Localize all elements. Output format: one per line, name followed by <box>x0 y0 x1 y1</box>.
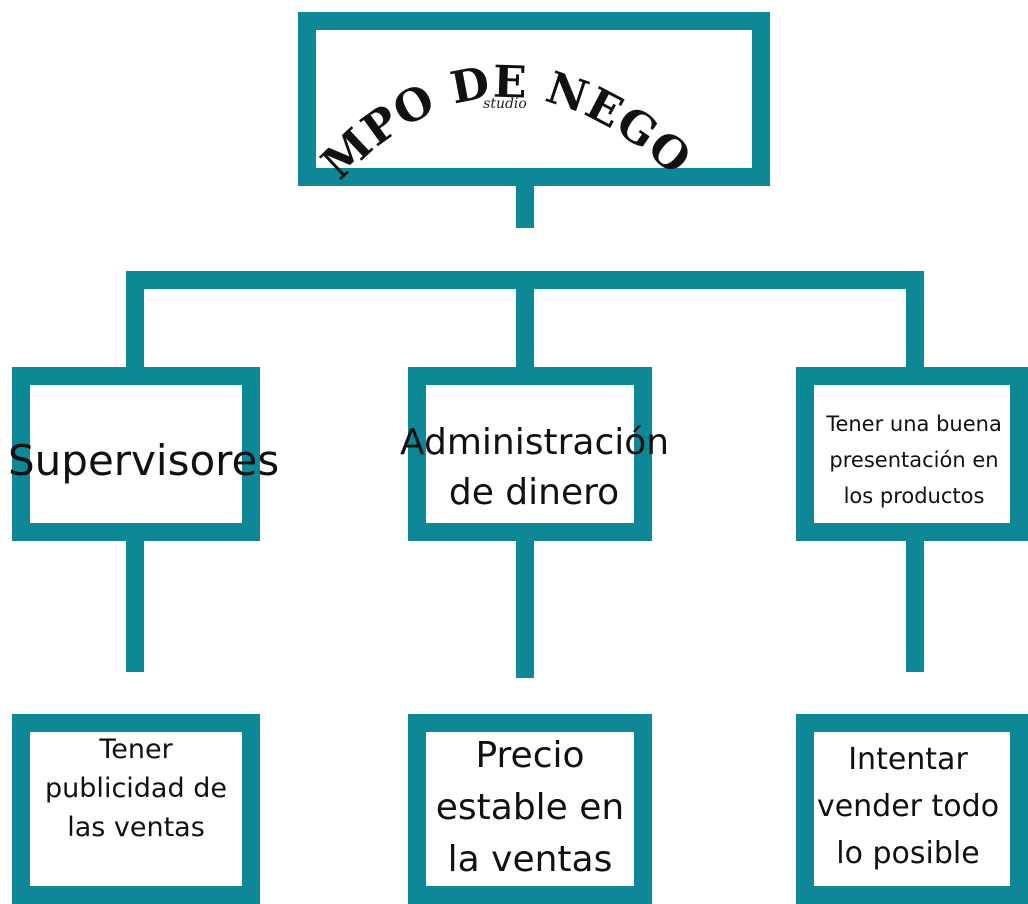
branch-connector-center <box>516 271 534 367</box>
child-connector-left <box>126 541 144 672</box>
branch-connector-left <box>126 271 144 367</box>
branch-connector-right <box>906 271 924 367</box>
label-precio: Precio estable en la ventas <box>435 735 625 880</box>
node-presentacion <box>796 367 1028 541</box>
label-administracion: Administración de dinero <box>400 422 670 513</box>
root-node-box <box>298 12 770 186</box>
label-publicidad: Tener publicidad de las ventas <box>45 734 227 843</box>
logo: TIEMPO DE NEGOCIO studio <box>300 12 700 186</box>
label-presentacion: Tener una buena presentación en los prod… <box>826 412 1002 508</box>
logo-subtitle: studio <box>483 96 527 112</box>
label-vender: Intentar vender todo lo posible <box>816 742 1000 871</box>
root-connector <box>516 186 534 228</box>
node-supervisores <box>12 367 260 541</box>
label-supervisores: Supervisores <box>8 436 280 485</box>
child-connector-center <box>516 541 534 678</box>
node-administracion <box>408 367 652 541</box>
child-connector-right <box>906 541 924 672</box>
